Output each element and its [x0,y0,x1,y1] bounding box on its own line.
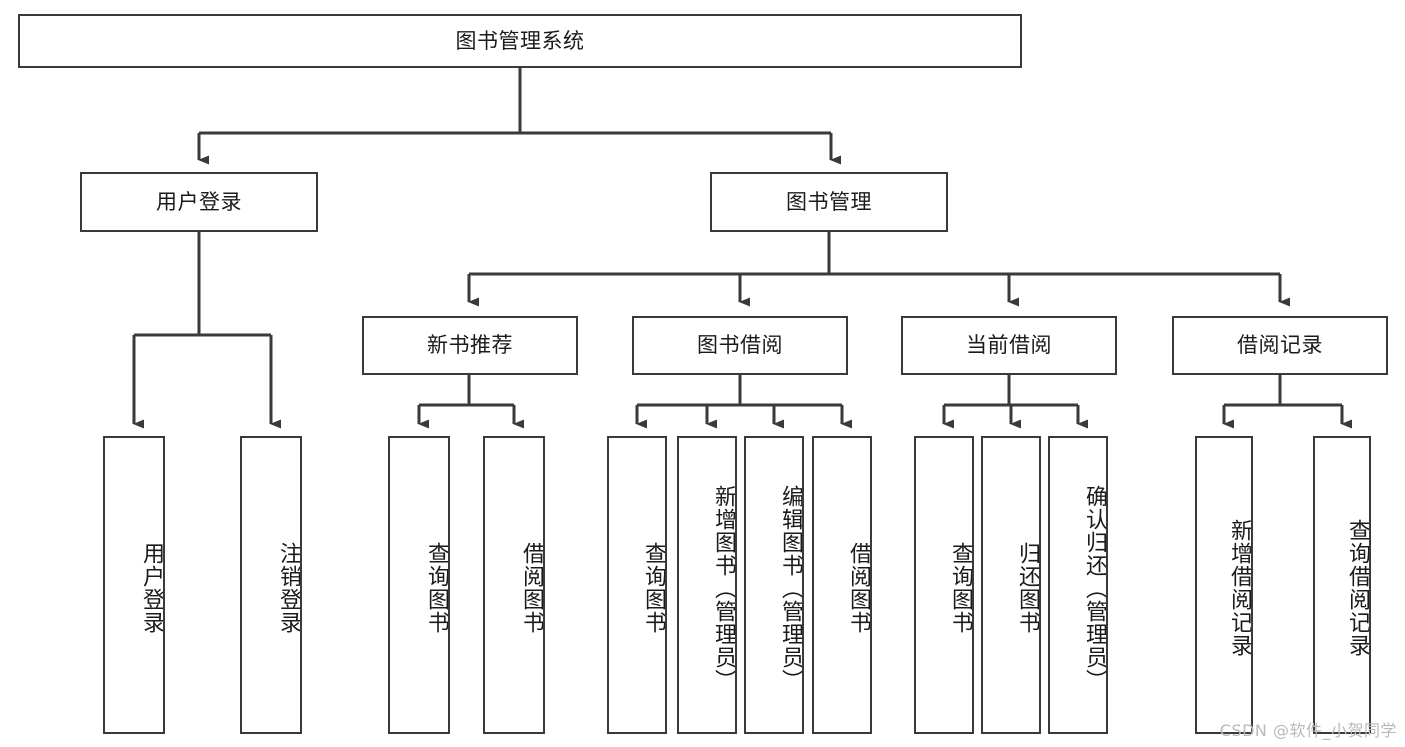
node-borrow-record[interactable]: 借阅记录 [1172,316,1388,375]
node-leaf-query-book-2[interactable]: 查询图书 [607,436,667,734]
node-label: 借阅图书 [846,542,871,634]
node-label: 编辑图书（管理员） [778,484,803,692]
node-leaf-query-book-1[interactable]: 查询图书 [388,436,450,734]
node-label: 新增借阅记录 [1227,519,1252,657]
node-new-book-recommend[interactable]: 新书推荐 [362,316,578,375]
node-leaf-user-login[interactable]: 用户登录 [103,436,165,734]
node-label: 图书管理 [786,189,872,214]
node-label: 新书推荐 [427,333,513,358]
node-book-manage[interactable]: 图书管理 [710,172,948,232]
node-label: 用户登录 [139,542,164,634]
node-label: 用户登录 [156,189,242,214]
node-label: 查询图书 [424,542,449,634]
node-label: 查询借阅记录 [1345,519,1370,657]
node-leaf-add-book[interactable]: 新增图书（管理员） [677,436,737,734]
node-leaf-borrow-book-1[interactable]: 借阅图书 [483,436,545,734]
node-leaf-edit-book[interactable]: 编辑图书（管理员） [744,436,804,734]
node-label: 归还图书 [1015,542,1040,634]
node-label: 查询图书 [641,542,666,634]
node-label: 图书借阅 [697,333,783,358]
node-leaf-query-book-3[interactable]: 查询图书 [914,436,974,734]
node-current-borrow[interactable]: 当前借阅 [901,316,1117,375]
node-book-borrow[interactable]: 图书借阅 [632,316,848,375]
node-label: 借阅图书 [519,542,544,634]
node-leaf-query-borrow-record[interactable]: 查询借阅记录 [1313,436,1371,734]
node-leaf-borrow-book-2[interactable]: 借阅图书 [812,436,872,734]
node-leaf-confirm-return[interactable]: 确认归还（管理员） [1048,436,1108,734]
node-label: 当前借阅 [966,333,1052,358]
node-leaf-add-borrow-record[interactable]: 新增借阅记录 [1195,436,1253,734]
node-user-login[interactable]: 用户登录 [80,172,318,232]
node-leaf-user-logout[interactable]: 注销登录 [240,436,302,734]
node-leaf-return-book[interactable]: 归还图书 [981,436,1041,734]
csdn-watermark: CSDN @软件_小贺同学 [1219,721,1397,740]
node-label: 查询图书 [948,542,973,634]
node-label: 新增图书（管理员） [711,484,736,692]
node-label: 确认归还（管理员） [1082,484,1107,692]
node-root-library-system[interactable]: 图书管理系统 [18,14,1022,68]
node-label: 注销登录 [276,542,301,634]
node-label: 借阅记录 [1237,333,1323,358]
node-label: 图书管理系统 [455,28,585,53]
